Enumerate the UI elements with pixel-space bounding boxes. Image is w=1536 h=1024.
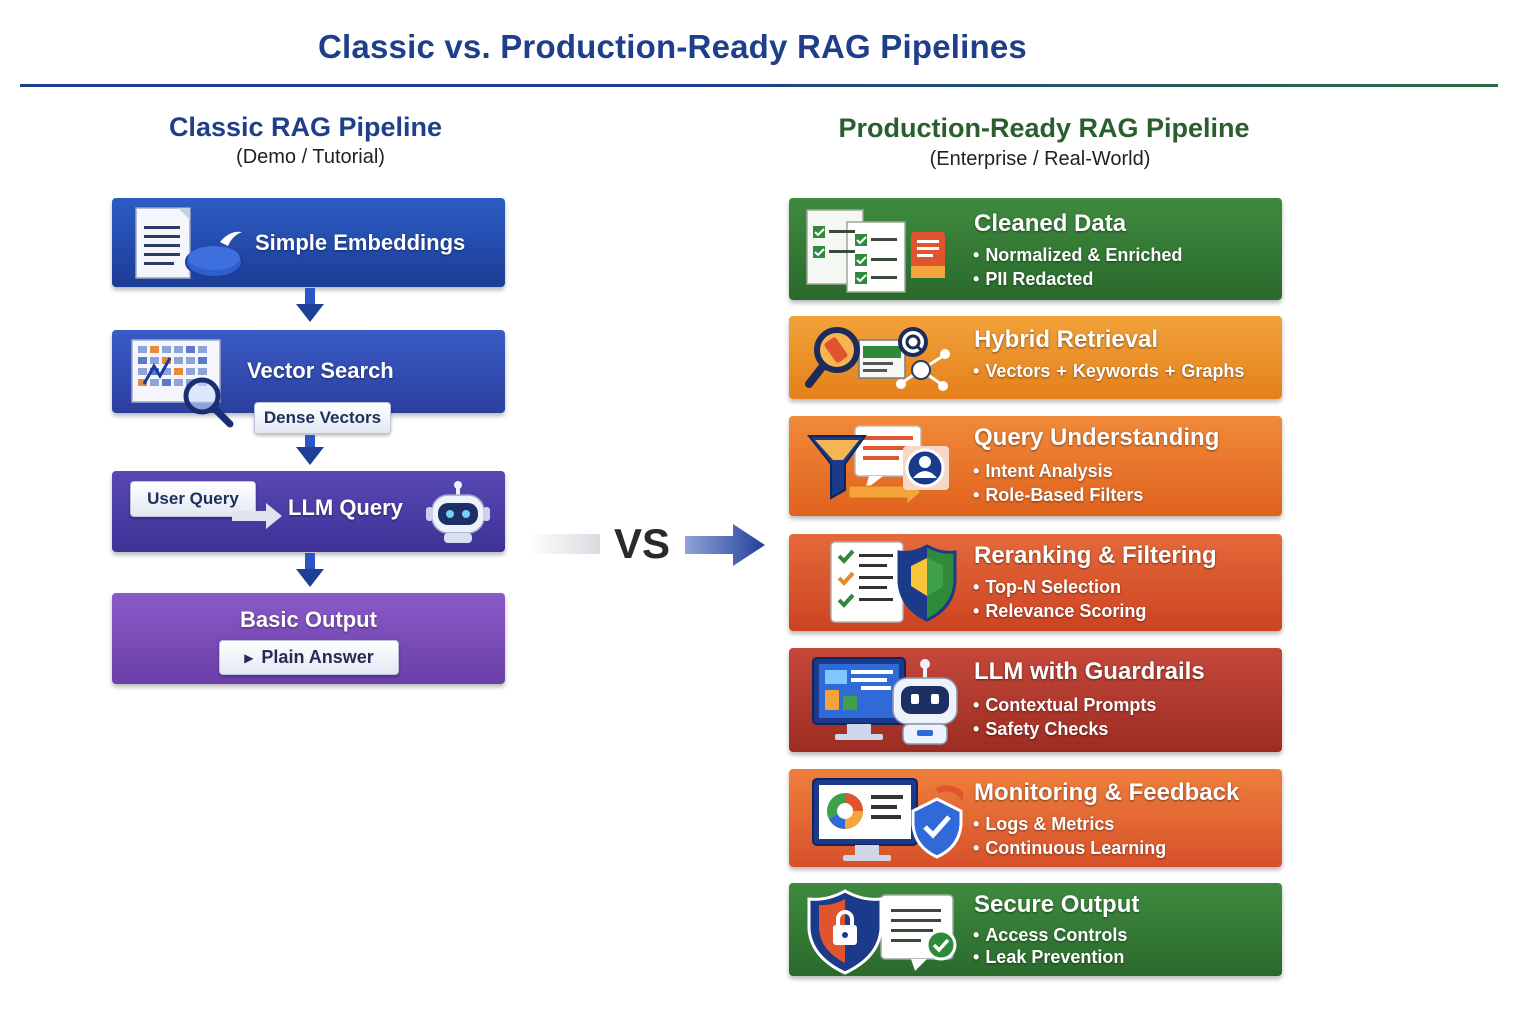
vector-search-label: Vector Search — [247, 358, 394, 383]
plain-answer-chip: ▶ Plain Answer — [219, 640, 399, 675]
monitor-robot-icon — [812, 657, 958, 745]
down-arrow-icon — [296, 435, 324, 465]
step-cleaned-data: Cleaned Data Normalized & Enriched PII R… — [789, 198, 1282, 300]
hybrid-retrieval-item-keywords: Keywords — [1072, 361, 1159, 381]
dense-vectors-chip: Dense Vectors — [254, 402, 391, 434]
basic-output-label: Basic Output — [240, 607, 377, 632]
hybrid-search-icon — [805, 327, 950, 391]
right-arrow-icon — [685, 524, 765, 566]
hybrid-retrieval-title: Hybrid Retrieval — [974, 326, 1159, 353]
step-secure-output: Secure Output Access Controls Leak Preve… — [789, 883, 1282, 976]
vs-fade-bar — [528, 534, 600, 554]
checklist-shield-icon — [830, 541, 957, 623]
step-basic-output: Basic Output ▶ Plain Answer — [112, 593, 505, 684]
vector-grid-search-icon — [131, 339, 234, 428]
step-query-understanding: Query Understanding Intent Analysis Role… — [789, 416, 1282, 516]
llm-guardrails-bullet-1: Contextual Prompts — [973, 695, 1156, 716]
llm-guardrails-title: LLM with Guardrails — [974, 658, 1205, 685]
step-llm-query: User Query LLM Query — [112, 471, 505, 552]
document-icon — [135, 207, 243, 279]
plain-answer-label: Plain Answer — [261, 647, 374, 667]
classic-subtitle: (Demo / Tutorial) — [236, 146, 385, 168]
cleaned-data-bullet-1: Normalized & Enriched — [973, 245, 1182, 266]
main-title: Classic vs. Production-Ready RAG Pipelin… — [318, 28, 1027, 65]
classic-title: Classic RAG Pipeline — [168, 112, 443, 142]
vs-label: VS — [614, 520, 671, 567]
down-arrow-icon — [296, 553, 324, 587]
funnel-user-icon — [806, 425, 949, 506]
monitoring-feedback-title: Monitoring & Feedback — [974, 779, 1240, 806]
query-understanding-bullet-2: Role-Based Filters — [973, 485, 1143, 506]
simple-embeddings-label: Simple Embeddings — [255, 230, 466, 255]
step-reranking-filtering: Reranking & Filtering Top-N Selection Re… — [789, 534, 1282, 631]
shield-lock-document-icon — [807, 889, 957, 975]
step-llm-with-guardrails: LLM with Guardrails Contextual Prompts S… — [789, 648, 1282, 752]
secure-output-bullet-2: Leak Prevention — [973, 947, 1124, 968]
monitoring-feedback-bullet-2: Continuous Learning — [973, 838, 1166, 859]
dashboard-shield-icon — [812, 778, 963, 861]
down-arrow-icon — [296, 288, 324, 322]
step-monitoring-feedback: Monitoring & Feedback Logs & Metrics Con… — [789, 769, 1282, 867]
exchange-arrow-icon — [232, 503, 282, 529]
reranking-filtering-title: Reranking & Filtering — [974, 542, 1217, 569]
hybrid-retrieval-item-vectors: Vectors — [973, 361, 1050, 381]
robot-icon — [426, 481, 490, 543]
step-simple-embeddings: Simple Embeddings — [112, 198, 505, 287]
cleaned-data-bullet-2: PII Redacted — [973, 269, 1093, 290]
monitoring-feedback-bullet-1: Logs & Metrics — [973, 814, 1114, 835]
secure-output-title: Secure Output — [974, 891, 1140, 918]
hybrid-retrieval-item-graphs: Graphs — [1181, 361, 1245, 381]
title-divider — [20, 84, 1498, 87]
secure-output-bullet-1: Access Controls — [973, 925, 1127, 946]
production-title: Production-Ready RAG Pipeline — [838, 113, 1250, 143]
cleaned-data-title: Cleaned Data — [974, 210, 1127, 237]
production-subtitle: (Enterprise / Real-World) — [929, 148, 1151, 170]
reranking-filtering-bullet-1: Top-N Selection — [973, 577, 1121, 598]
hybrid-retrieval-bullets: Vectors+Keywords+Graphs — [973, 361, 1244, 382]
step-hybrid-retrieval: Hybrid Retrieval Vectors+Keywords+Graphs — [789, 316, 1282, 399]
query-understanding-title: Query Understanding — [974, 424, 1220, 451]
llm-query-label: LLM Query — [288, 495, 403, 520]
step-vector-search: Vector Search — [112, 330, 505, 428]
query-understanding-bullet-1: Intent Analysis — [973, 461, 1112, 482]
reranking-filtering-bullet-2: Relevance Scoring — [973, 601, 1146, 622]
checklist-documents-icon — [806, 209, 945, 293]
play-icon: ▶ — [244, 651, 254, 665]
llm-guardrails-bullet-2: Safety Checks — [973, 719, 1108, 740]
